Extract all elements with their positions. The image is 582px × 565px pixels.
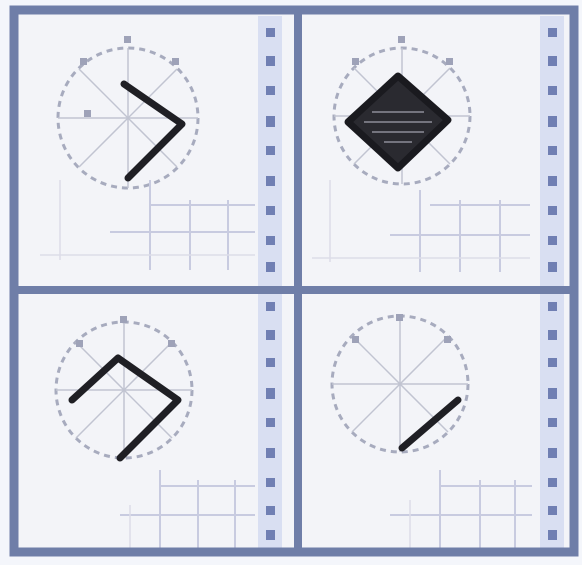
four-panel-diagram — [0, 0, 582, 565]
